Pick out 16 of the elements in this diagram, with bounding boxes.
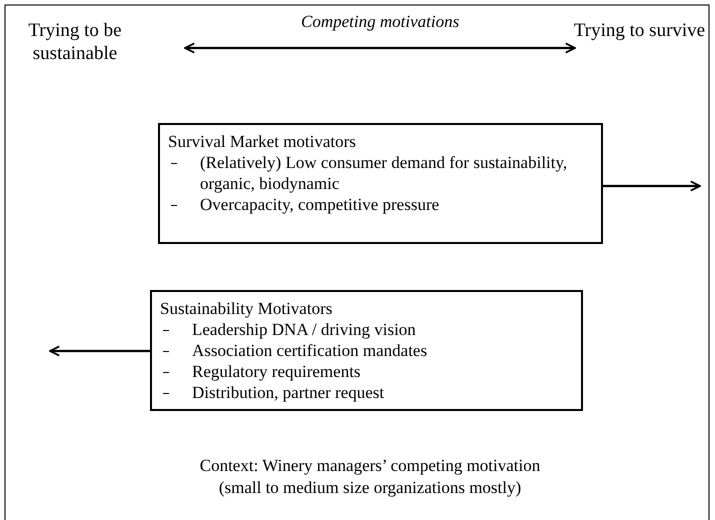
end-label: Trying to be sustainable	[5, 19, 145, 65]
list-item: Association certification mandates	[192, 340, 428, 361]
arrow	[49, 345, 150, 357]
box-heading: Survival Market motivators	[168, 131, 357, 152]
box-heading: Sustainability Motivators	[160, 298, 334, 319]
list-item: Regulatory requirements	[192, 361, 362, 382]
end-label: Trying to survive	[572, 19, 707, 42]
motivators-box	[150, 290, 583, 411]
list-item: Distribution, partner request	[192, 382, 386, 403]
list-item: (Relatively) Low consumer demand for sustainability, organic, biodynamic	[200, 152, 568, 194]
arrow	[603, 180, 701, 192]
list-item: Leadership DNA / driving vision	[192, 319, 417, 340]
arrow	[184, 42, 576, 54]
motivators-box	[158, 123, 603, 244]
caption: Context: Winery managers’ competing motivation (small to medium size organizations mostly)	[198, 455, 542, 499]
list-item: Overcapacity, competitive pressure	[200, 194, 440, 215]
